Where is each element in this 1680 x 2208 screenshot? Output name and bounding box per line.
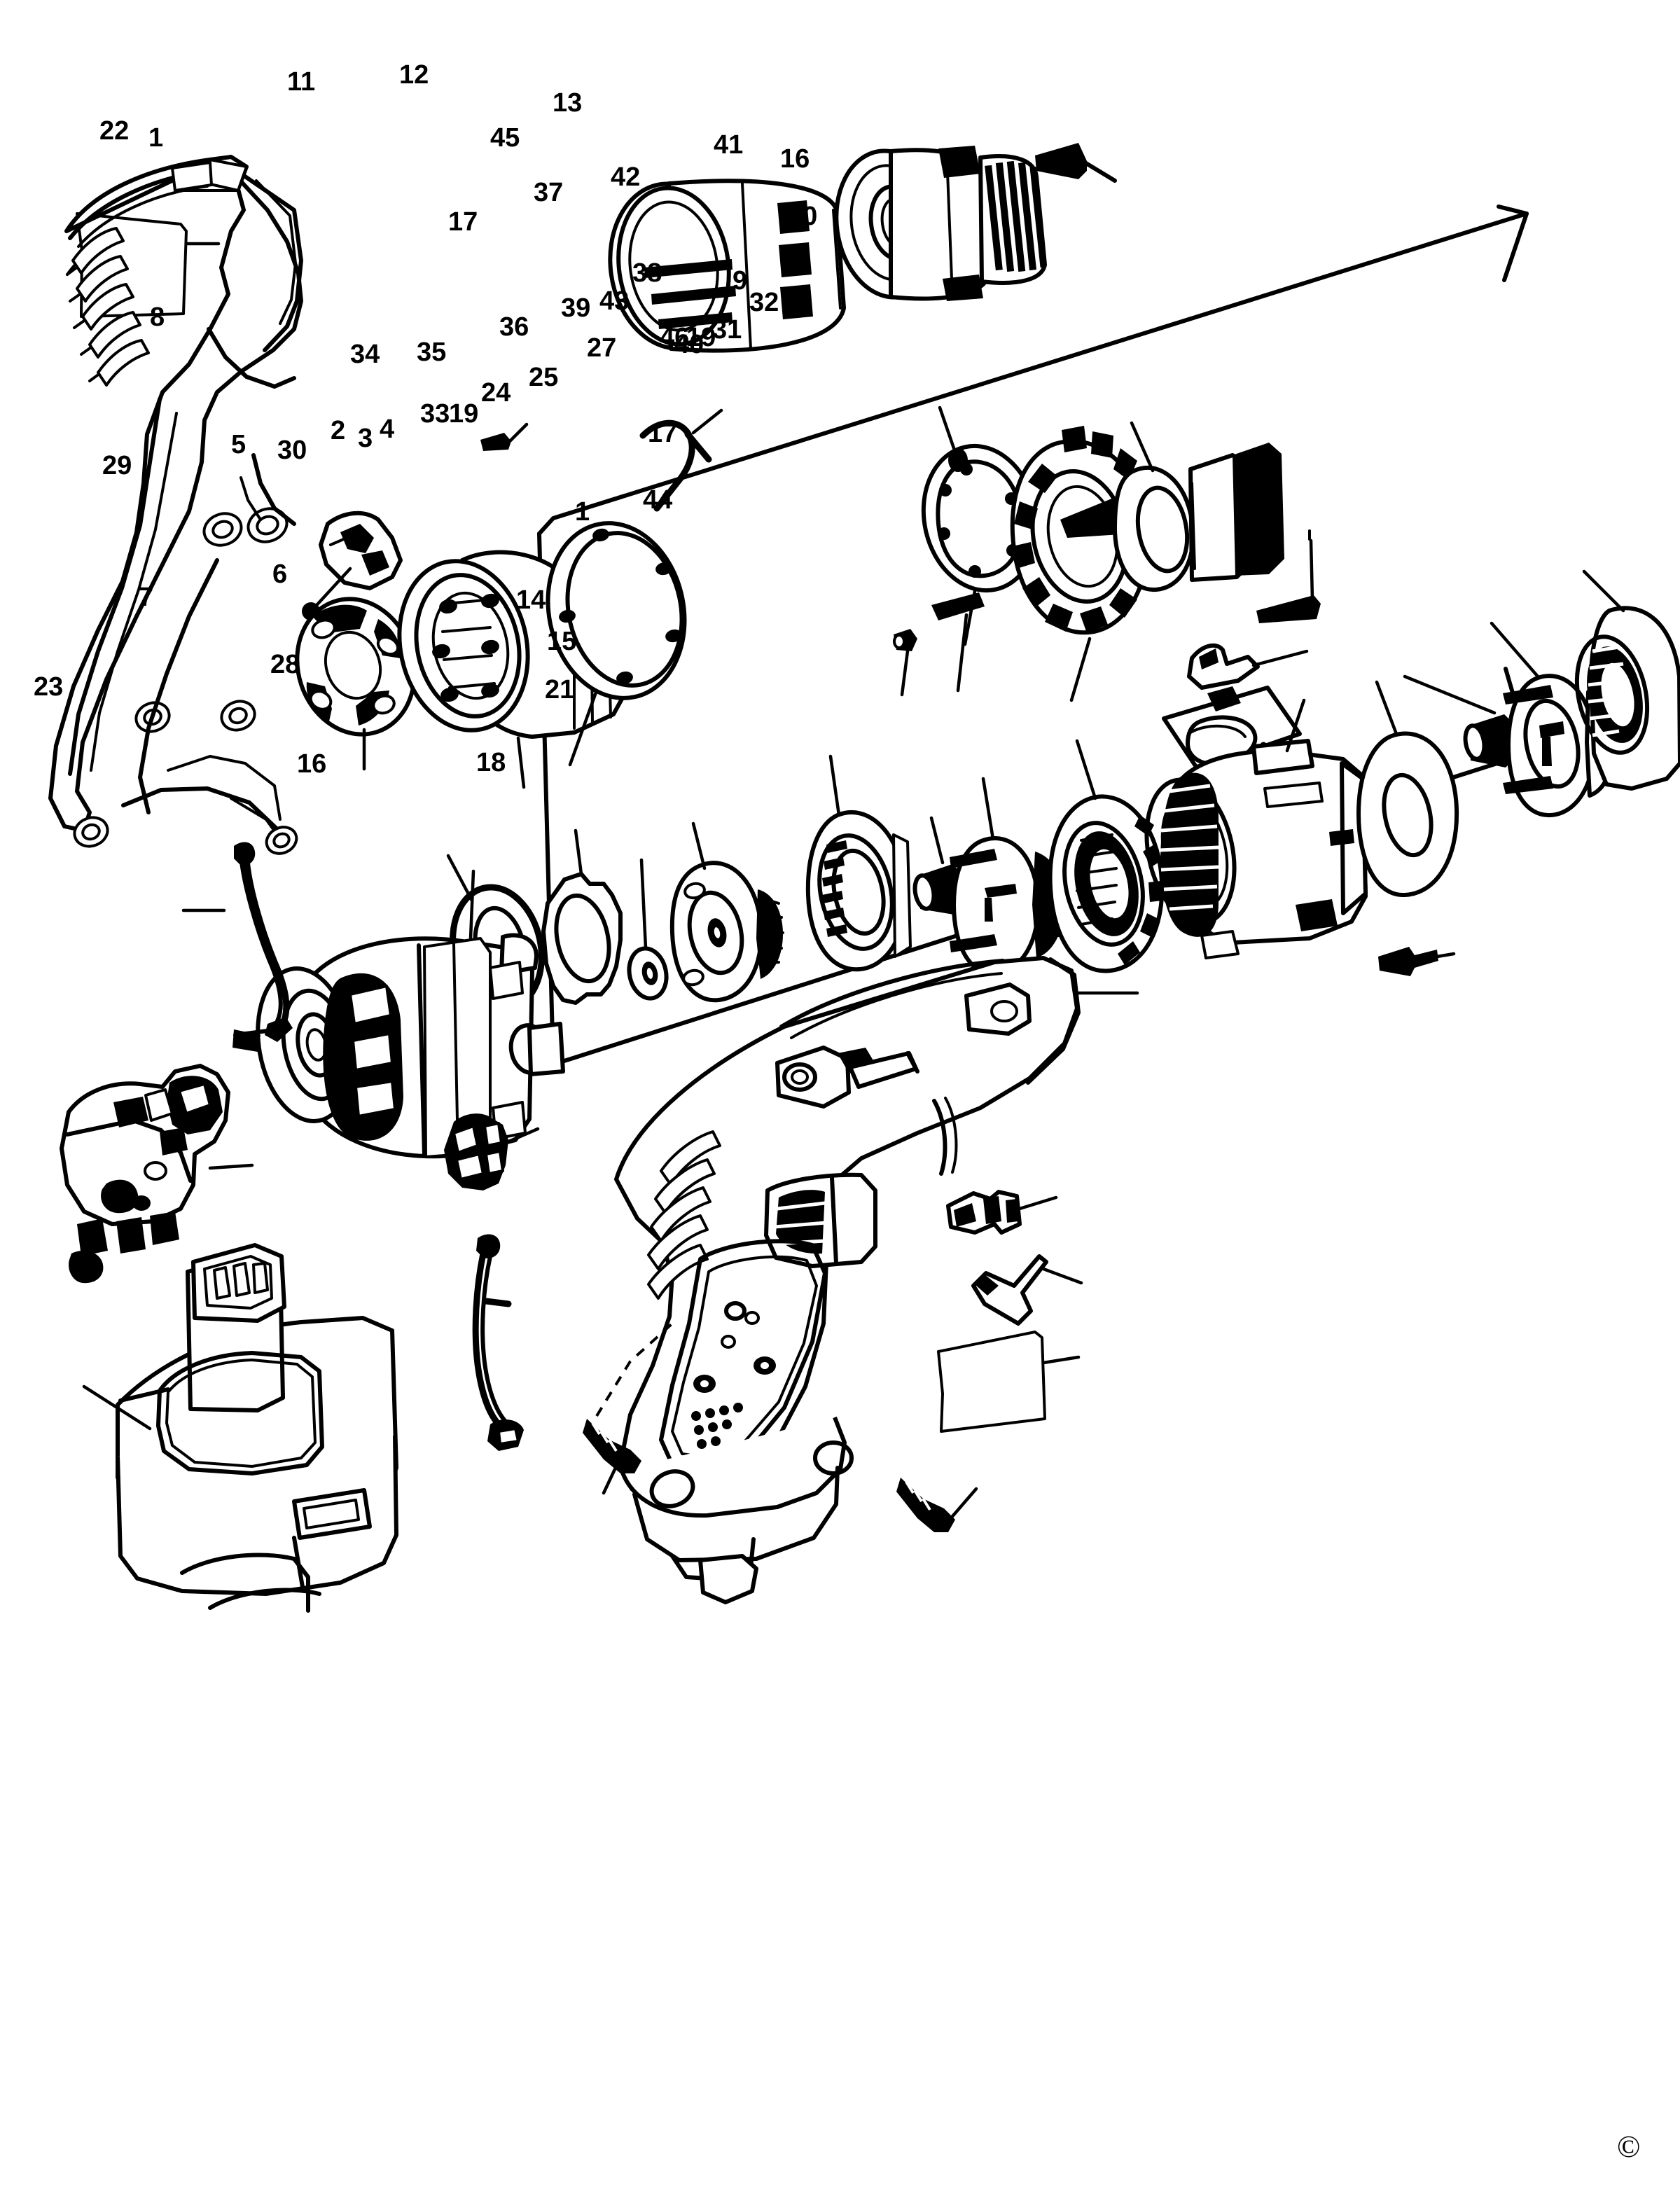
battery-pack-art: [82, 1243, 398, 1613]
copyright-symbol: ©: [1617, 2130, 1641, 2164]
screw-pin-lower-art: [1378, 947, 1456, 976]
screwdriver-bit-art: [971, 1254, 1083, 1326]
housing-half-right-art: [595, 956, 1139, 1604]
callout-45-gearbox-assembly-bracket: 45: [490, 123, 520, 153]
chuck-sleeve-collar-art: [608, 179, 846, 353]
trigger-switch-assembly-art: [60, 1064, 254, 1284]
clutch-collar-ring-art: [1574, 569, 1680, 791]
callout-16-screw: 16: [780, 144, 810, 174]
screw-lower-art: [583, 1419, 641, 1495]
belt-clip-hook-art: [1187, 643, 1309, 690]
callout-12-keyless-chuck: 12: [399, 60, 429, 90]
wire-lead-lower-art: [472, 1234, 524, 1451]
callout-36-gear-case-gasket-ring: 36: [499, 312, 529, 342]
screw-pin-upper-art: [480, 422, 529, 451]
callout-17-screw-pin: 17: [648, 419, 678, 448]
callout-25-ring-gear-internal: 25: [529, 363, 559, 392]
callout-1-housing-half-right: 1: [575, 497, 590, 527]
callout-9-belt-hook-plate: 9: [733, 266, 748, 296]
callout-32-clutch-collar-ring: 32: [749, 288, 779, 317]
callout-33-ring-gear-first-stage: 33: [420, 399, 450, 429]
callout-22-nameplate-label-left-housing: 22: [99, 116, 130, 146]
clip-bracket-art: [946, 1190, 1058, 1235]
callout-42-steel-ball: 42: [611, 162, 641, 192]
output-spindle-art: [1060, 421, 1284, 592]
callout-37-wave-spring-wire: 37: [534, 178, 564, 207]
callout-30-motor-end-washer: 30: [277, 436, 307, 465]
callout-28-wire-lead-assembly-lower: 28: [270, 650, 300, 679]
callout-17-screw-pin: 17: [448, 207, 478, 237]
callout-19-bushing-roller: 19: [449, 399, 479, 429]
chuck-retaining-screw-art: [1035, 143, 1117, 183]
callout-39-pin-short: 39: [561, 293, 591, 323]
callout-23-battery-pack: 23: [34, 672, 64, 702]
callout-15-screwdriver-bit: 15: [547, 627, 577, 656]
callout-2-brush-plate-ring: 2: [331, 416, 346, 445]
planet-carrier-art: [950, 777, 1066, 976]
callout-19-bushing-roller: 19: [686, 323, 716, 352]
housing-half-left-art: [48, 155, 303, 855]
callout-46-thrust-washer: 46: [660, 323, 690, 352]
forward-reverse-lever-art: [302, 511, 403, 620]
callout-43-pin-long: 43: [599, 286, 630, 316]
callout-41-output-spindle: 41: [714, 130, 744, 160]
screw-top-art: [1256, 529, 1321, 623]
brush-plate-holder-art: [295, 597, 417, 771]
internal-ring-gear-art: [1048, 739, 1165, 973]
callout-24-planet-carrier-second-stage: 24: [481, 378, 511, 408]
callout-5-motor: 5: [231, 430, 247, 459]
callout-10-belt-clip-hook: 10: [788, 202, 818, 231]
callout-29-wire-lead-assembly-upper: 29: [102, 451, 132, 480]
callout-7-trigger-switch-assembly: 7: [139, 583, 154, 612]
bushing-roller-right-art: [1403, 674, 1515, 768]
callout-16-screw: 16: [297, 749, 327, 779]
callout-6-terminal-connector: 6: [272, 560, 288, 589]
callout-34-brush-plate-holder: 34: [350, 340, 380, 369]
nameplate-right-art: [937, 1331, 1081, 1433]
ring-gear-first-stage-art: [805, 754, 912, 972]
callout-38-clutch-washer-plate: 38: [632, 258, 662, 288]
callout-35-gear-case-front: 35: [417, 338, 447, 367]
pinion-plate-art: [669, 821, 784, 1003]
steel-ball-art: [938, 405, 968, 472]
terminal-connector-art: [444, 1113, 540, 1190]
callout-44-gear-assembly-group: 44: [643, 485, 673, 515]
small-washer-art: [627, 858, 669, 1001]
wave-spring-wire-art: [639, 408, 723, 512]
callout-21-nameplate-label-right-housing: 21: [545, 675, 575, 704]
callout-3-small-washer: 3: [358, 424, 373, 453]
pin-long-art: [931, 592, 985, 693]
callout-18-screw-short: 18: [476, 748, 506, 777]
callout-31-clutch-adjust-plate: 31: [712, 315, 742, 345]
callout-14-clip-bracket: 14: [516, 585, 546, 615]
wire-lead-upper-art: [181, 842, 293, 1052]
gear-case-rear-housing-art: [1144, 698, 1368, 959]
callout-4-pinion-gear-plate: 4: [380, 415, 395, 444]
pin-short-art: [893, 629, 917, 697]
screw-bottom-art: [896, 1478, 978, 1532]
callout-13-chuck-retaining-screw: 13: [553, 88, 583, 118]
brush-plate-ring-art: [541, 828, 623, 1005]
callout-40-clutch-ring-gear: 40: [674, 330, 704, 359]
callout-27-gear-case-rear-housing: 27: [587, 333, 617, 363]
thrust-washer-art: [1356, 680, 1459, 898]
callout-1-housing-half-left: 1: [148, 123, 164, 153]
keyless-chuck-art: [834, 146, 1047, 301]
callout-8-forward-reverse-lever: 8: [150, 303, 165, 332]
callout-11-chuck-sleeve-collar: 11: [287, 67, 316, 97]
gear-case-gasket-ring-art: [546, 521, 687, 767]
